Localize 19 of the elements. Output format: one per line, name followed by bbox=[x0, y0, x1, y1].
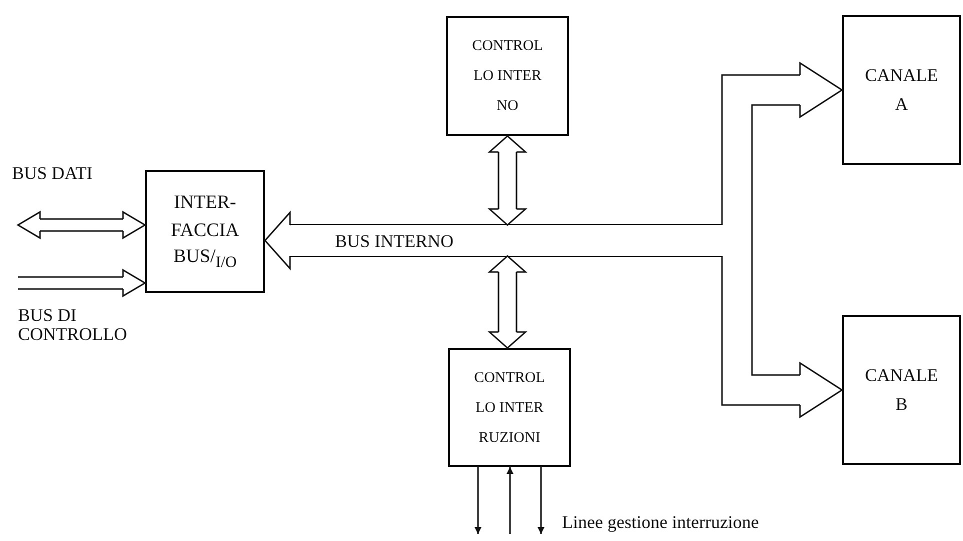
arrow bbox=[474, 467, 482, 534]
bus-band bbox=[290, 224, 722, 257]
block-box bbox=[842, 315, 961, 465]
block-label: CANALE B bbox=[864, 364, 939, 416]
note-text: Linee gestione interruzione bbox=[562, 512, 759, 533]
block-label: CONTROL LO INTER NO bbox=[471, 37, 544, 116]
block-box bbox=[145, 170, 265, 293]
block-box bbox=[448, 348, 571, 467]
arrow bbox=[538, 467, 544, 534]
block-label: BUS/$_{I/O}$ bbox=[172, 245, 238, 273]
block-box bbox=[446, 16, 569, 136]
block-label: CONTROL LO INTER RUZIONI bbox=[473, 368, 546, 448]
block-label: INTER- FACCIA bbox=[170, 190, 240, 243]
arrow bbox=[506, 467, 514, 534]
block-box bbox=[842, 15, 961, 165]
block-label: CANALE A bbox=[864, 64, 939, 116]
edge-label: BUS DATI bbox=[12, 164, 94, 183]
edge-label: BUS DI CONTROLLO bbox=[18, 306, 128, 344]
bus-label: BUS INTERNO bbox=[335, 232, 454, 250]
